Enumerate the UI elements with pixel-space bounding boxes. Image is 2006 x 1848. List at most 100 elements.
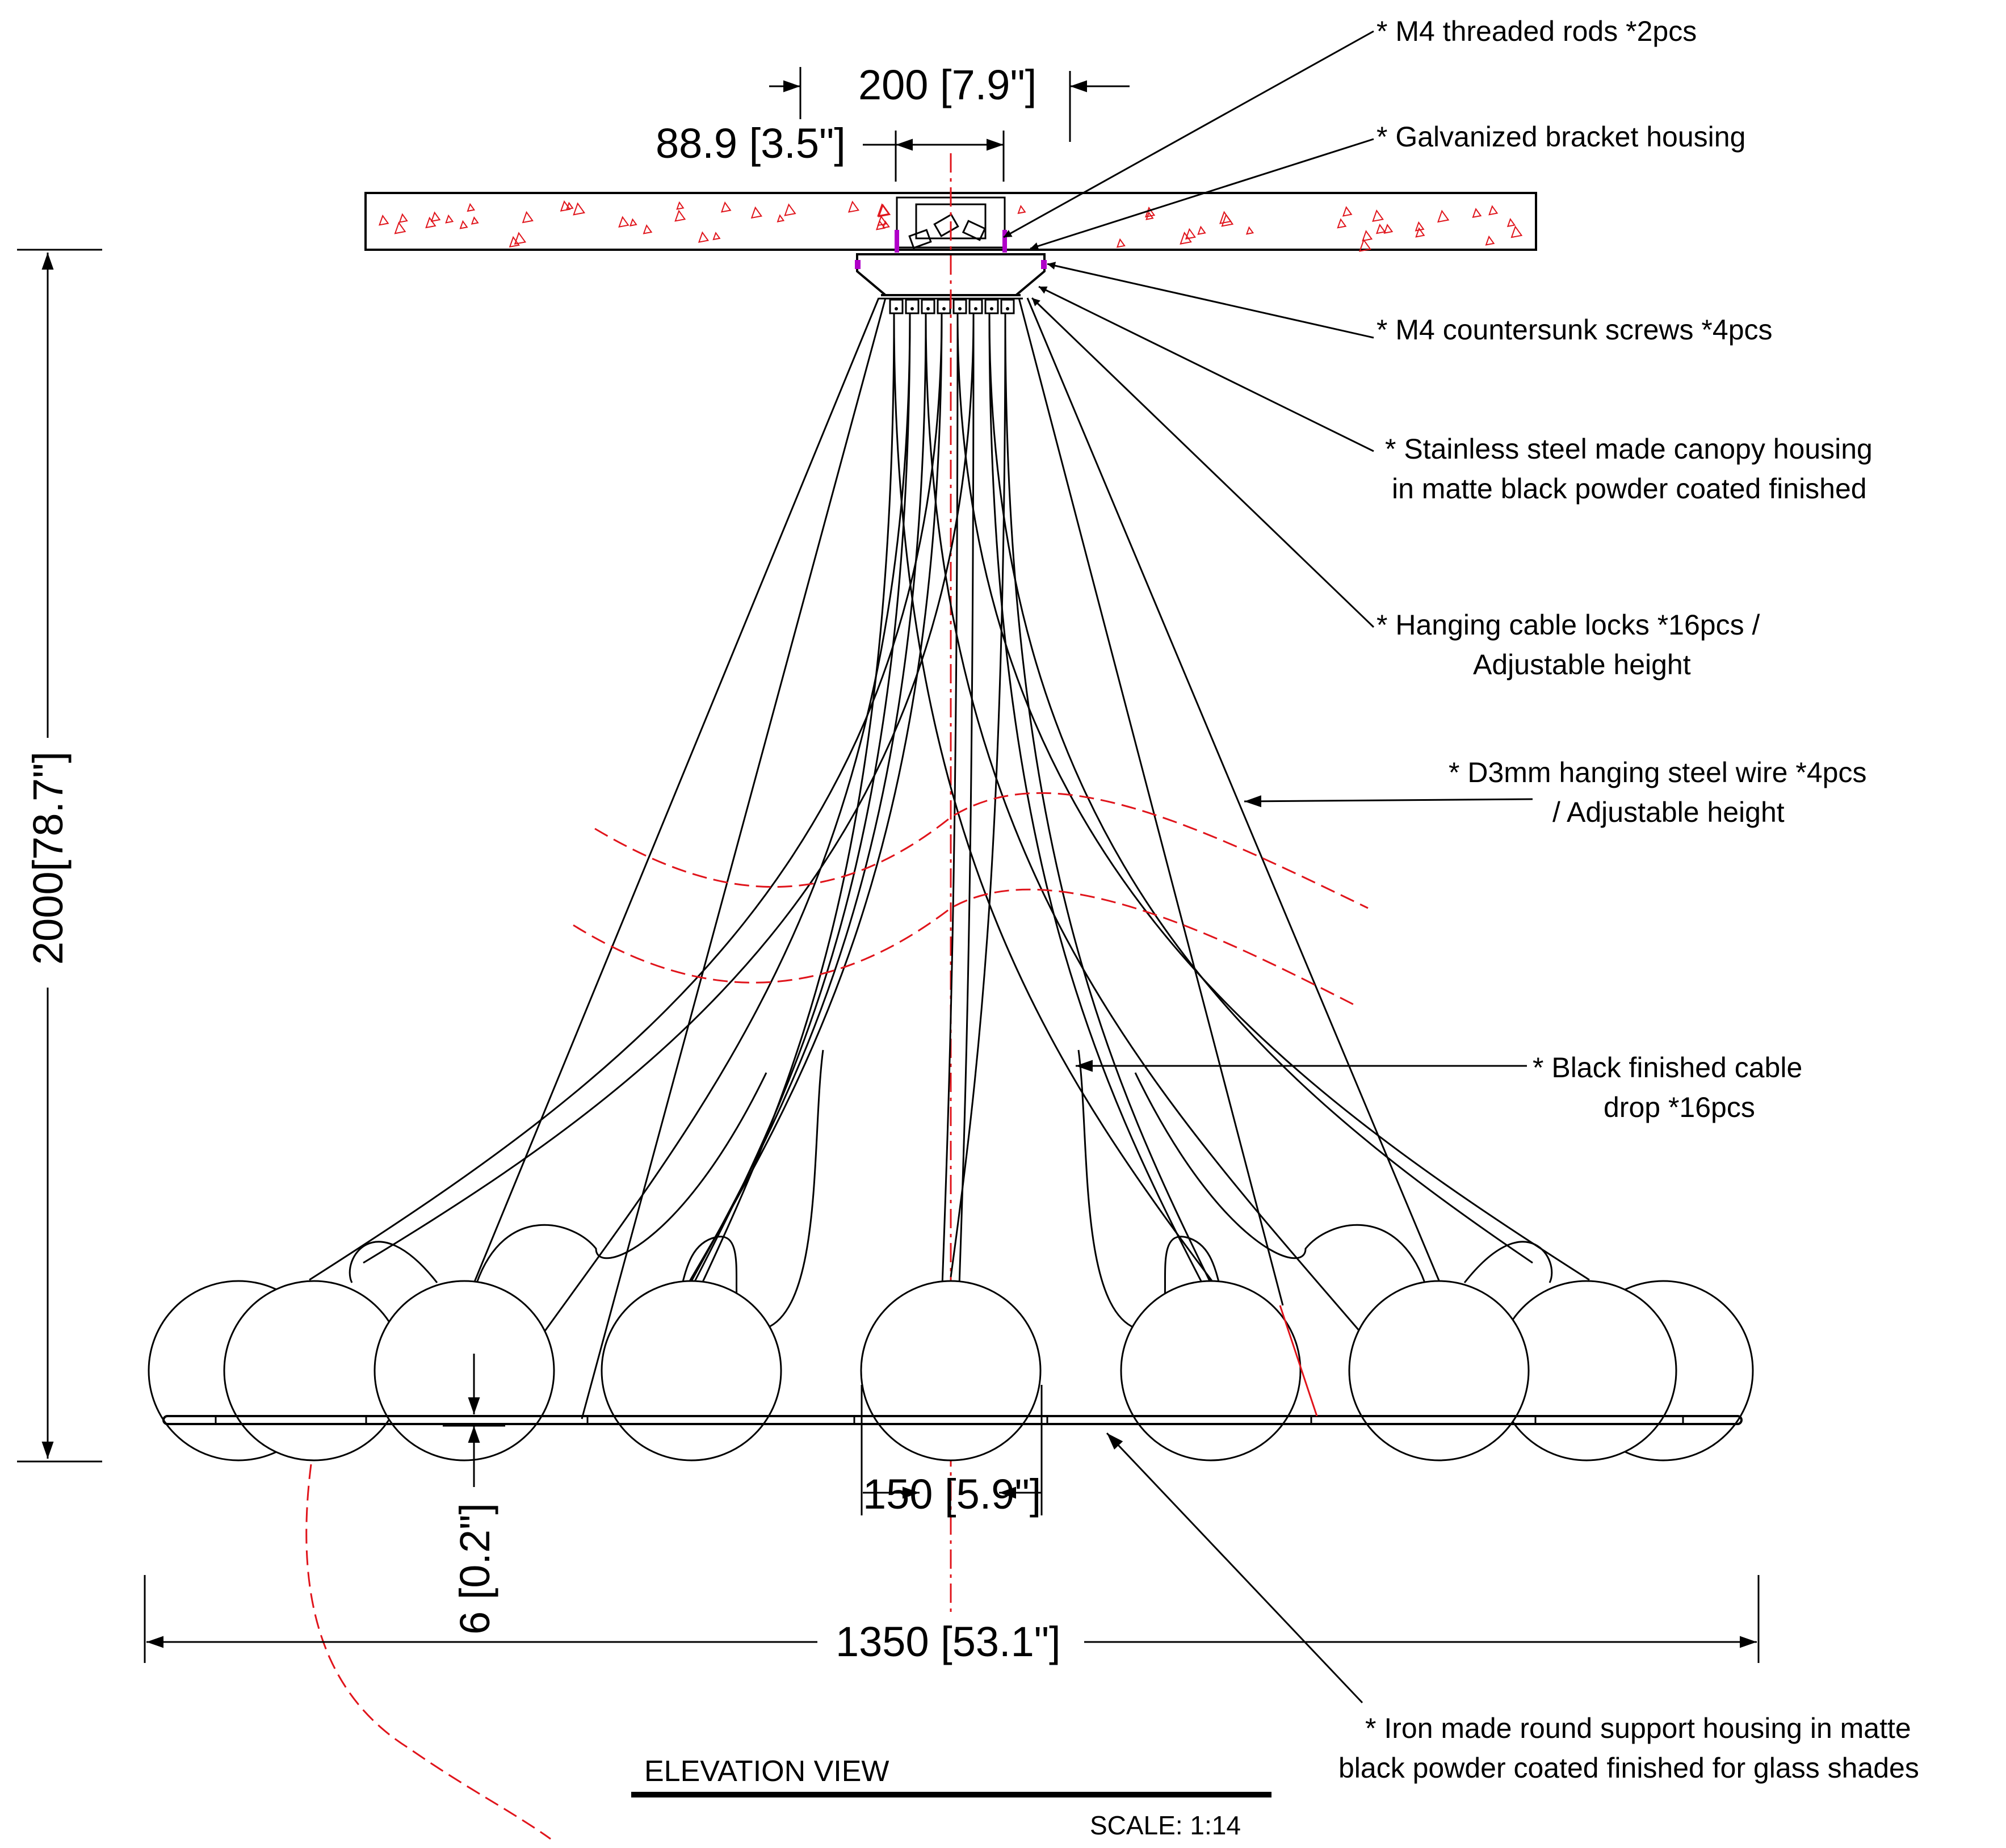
concrete-hatch	[378, 200, 1523, 252]
callout-cable-drop: * Black finished cable drop *16pcs	[1533, 1052, 1802, 1123]
cable-lock	[952, 299, 967, 314]
hatch-mark	[1180, 231, 1192, 245]
hatch-mark	[712, 232, 721, 241]
globe-diameter-label: 150 [5.9"]	[863, 1471, 1041, 1518]
hatch-mark	[1485, 235, 1495, 246]
hatch-mark	[459, 220, 468, 229]
scale-label: SCALE: 1:14	[1090, 1811, 1241, 1840]
hatch-mark	[1383, 224, 1394, 234]
cable-drop	[700, 313, 895, 1286]
callout-cable-locks: * Hanging cable locks *16pcs / Adjustabl…	[1376, 609, 1760, 681]
hatch-mark	[1337, 218, 1347, 229]
callout-threaded-rods: * M4 threaded rods *2pcs	[1376, 15, 1697, 47]
hatch-mark	[630, 218, 637, 226]
cable-drop	[956, 313, 1590, 1281]
callout-steel-wire: * D3mm hanging steel wire *4pcs / Adjust…	[1449, 757, 1866, 828]
hatch-mark	[514, 232, 527, 245]
hatch-mark	[394, 221, 406, 234]
callout-steel-wire-line1: * D3mm hanging steel wire *4pcs	[1449, 757, 1866, 788]
hatch-mark	[877, 203, 890, 217]
cable-drop	[309, 313, 943, 1281]
cable-drop	[689, 313, 911, 1292]
hatch-mark	[1488, 205, 1499, 216]
steel-wires	[471, 297, 1443, 1419]
cable-drop	[544, 313, 911, 1332]
hatch-mark	[674, 209, 686, 222]
hatch-mark	[1145, 211, 1154, 220]
callout-canopy-housing: * Stainless steel made canopy housing in…	[1385, 433, 1873, 505]
hatch-mark	[1506, 218, 1516, 228]
callout-countersunk-screws: * M4 countersunk screws *4pcs	[1376, 314, 1773, 346]
dimension-top-width: 200 [7.9"]	[769, 61, 1130, 142]
hatch-mark	[1372, 209, 1384, 222]
hatch-mark	[425, 216, 437, 229]
callout-cable-drop-line1: * Black finished cable	[1533, 1052, 1802, 1083]
callout-support-housing-line2: black powder coated finished for glass s…	[1338, 1752, 1919, 1784]
dimension-globe-diameter: 150 [5.9"]	[861, 1385, 1043, 1518]
cable-lock	[937, 299, 951, 314]
cable-lock-pin	[974, 307, 977, 310]
hatch-mark	[430, 211, 441, 222]
callout-cable-locks-line1: * Hanging cable locks *16pcs /	[1376, 609, 1760, 641]
cable-lock-row	[889, 299, 1015, 314]
callout-cable-locks-line2: Adjustable height	[1473, 649, 1691, 681]
cable-lock-pin	[1006, 307, 1009, 310]
cable-drop	[680, 313, 927, 1300]
leader-lines	[1003, 30, 1533, 1704]
view-title: ELEVATION VIEW	[644, 1755, 889, 1788]
cable-drops	[309, 313, 1590, 1332]
cable-lock-pin	[926, 307, 930, 310]
glass-globes	[148, 1280, 1754, 1461]
hatch-mark	[560, 200, 571, 212]
hatch-mark	[471, 216, 479, 225]
hatch-mark	[573, 202, 586, 216]
cable-drop	[988, 313, 1533, 1264]
hatch-mark	[445, 214, 454, 224]
hatch-mark	[777, 214, 785, 222]
cable-drop	[893, 313, 1227, 1300]
hatch-mark	[1415, 227, 1425, 238]
cable-lock-pin	[990, 307, 993, 310]
hatch-mark	[1375, 223, 1386, 234]
hatch-mark	[522, 211, 534, 224]
hatch-mark	[1017, 204, 1026, 215]
glass-globe	[1120, 1280, 1302, 1461]
hatch-mark	[643, 224, 653, 234]
hatch-mark	[1437, 209, 1450, 223]
hatch-mark	[1197, 225, 1206, 235]
section-break	[573, 792, 1369, 1006]
hatch-mark	[1144, 206, 1156, 218]
hatch-mark	[1510, 225, 1523, 238]
cable-lock	[984, 299, 999, 314]
glass-globe	[860, 1280, 1042, 1461]
cable-drop	[674, 313, 943, 1306]
cable-drop	[950, 313, 1006, 1278]
title-block: ELEVATION VIEW SCALE: 1:14	[631, 1755, 1271, 1840]
callout-bracket-housing: * Galvanized bracket housing	[1376, 121, 1745, 153]
callout-canopy-housing-line1: * Stainless steel made canopy housing	[1385, 433, 1873, 465]
hatch-mark	[676, 201, 685, 210]
cable-drop	[941, 313, 959, 1286]
hatch-mark	[698, 231, 710, 243]
cable-lock-pin	[895, 307, 898, 310]
cable-lock-pin	[910, 307, 914, 310]
cable-loop	[349, 1241, 438, 1283]
callout-steel-wire-line2: / Adjustable height	[1552, 796, 1785, 828]
hidden-line	[305, 1464, 551, 1840]
dimension-bracket-width: 88.9 [3.5"]	[656, 120, 1005, 182]
hatch-mark	[1245, 226, 1254, 235]
cable-lock	[968, 299, 983, 314]
bracket-width-label: 88.9 [3.5"]	[656, 120, 846, 167]
cable-lock	[921, 299, 935, 314]
support-ring	[162, 1305, 1743, 1425]
overall-height-label: 2000[78.7"]	[24, 751, 72, 965]
ring-thickness-label: 6 [0.2"]	[451, 1503, 498, 1635]
cable-lock	[905, 299, 920, 314]
cable-loop	[1134, 1072, 1426, 1283]
glass-globe	[601, 1280, 782, 1461]
callout-cable-drop-line2: drop *16pcs	[1604, 1091, 1755, 1123]
hatch-mark	[1342, 206, 1353, 217]
callout-countersunk-screws-line1: * M4 countersunk screws *4pcs	[1376, 314, 1773, 346]
dimension-overall-width: 1350 [53.1"]	[144, 1575, 1760, 1665]
